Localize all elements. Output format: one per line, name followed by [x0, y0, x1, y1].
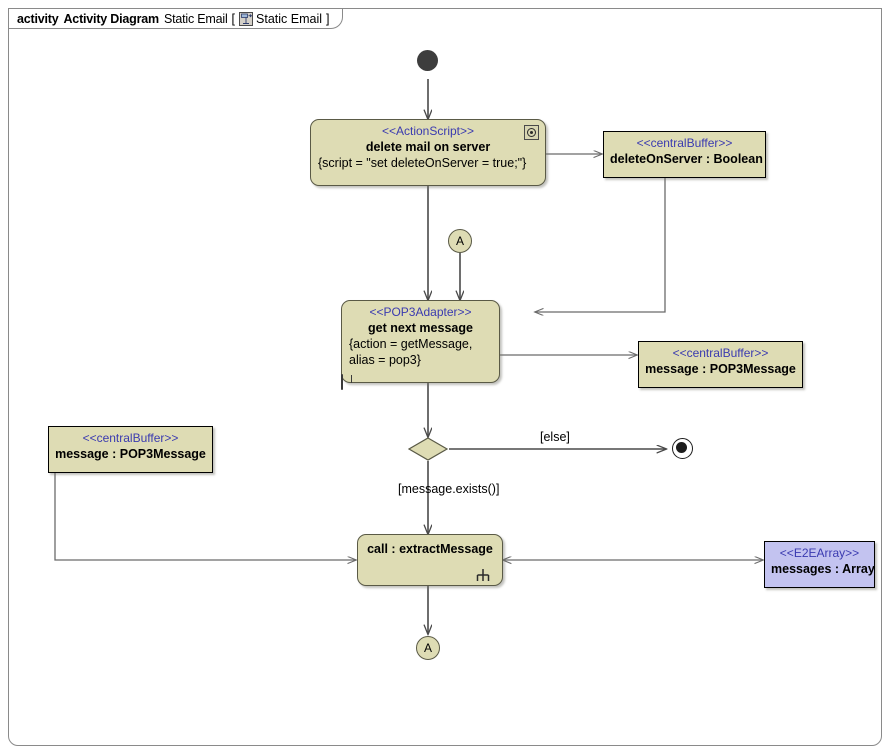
rake-icon — [476, 569, 490, 582]
action-delete-mail-stereotype: <<ActionScript>> — [381, 124, 475, 138]
messages-array-name: messages : Array — [771, 562, 875, 576]
object-node-messages-array[interactable]: <<E2EArray>> messages : Array — [764, 541, 875, 588]
action-get-next-message[interactable]: <<POP3Adapter>> get next message {action… — [341, 300, 500, 390]
buffer-message-left-stereotype: <<centralBuffer>> — [82, 431, 179, 445]
initial-node[interactable] — [417, 50, 438, 71]
frame-qualified-name: Static Email — [256, 11, 323, 26]
edge-label-message-exists: [message.exists()] — [398, 482, 500, 496]
frame-keyword: activity — [17, 11, 59, 26]
action-get-next-body-line2: alias = pop3} — [349, 353, 421, 367]
action-get-next-name: get next message — [368, 321, 473, 335]
script-icon[interactable] — [524, 125, 539, 140]
central-buffer-delete-on-server[interactable]: <<centralBuffer>> deleteOnServer : Boole… — [603, 131, 766, 178]
buffer-delete-on-server-stereotype: <<centralBuffer>> — [636, 136, 733, 150]
frame-diagram-type: Activity Diagram — [63, 11, 159, 26]
diagram-frame-tab[interactable]: activity Activity Diagram Static Email [… — [8, 8, 343, 29]
buffer-message-right-name: message : POP3Message — [645, 362, 796, 376]
connector-a-bottom-label: A — [423, 641, 432, 655]
decision-node[interactable] — [407, 437, 449, 461]
action-delete-mail-on-server[interactable]: <<ActionScript>> delete mail on server {… — [310, 119, 546, 186]
edge-label-else: [else] — [540, 430, 570, 444]
action-call-extract-name: call : extractMessage — [367, 542, 493, 556]
central-buffer-message-right[interactable]: <<centralBuffer>> message : POP3Message — [638, 341, 803, 388]
frame-bracket-open: [ — [231, 11, 236, 26]
buffer-delete-on-server-name: deleteOnServer : Boolean — [610, 152, 763, 166]
buffer-message-right-stereotype: <<centralBuffer>> — [672, 346, 769, 360]
frame-name: Static Email — [163, 11, 228, 26]
action-get-next-stereotype: <<POP3Adapter>> — [369, 305, 472, 319]
central-buffer-message-left[interactable]: <<centralBuffer>> message : POP3Message — [48, 426, 213, 473]
buffer-message-left-name: message : POP3Message — [55, 447, 206, 461]
adapter-pill-icon[interactable] — [341, 374, 343, 390]
activity-diagram-icon — [239, 11, 254, 26]
activity-final-node[interactable] — [672, 438, 693, 459]
connector-a-top-label: A — [455, 234, 464, 248]
action-get-next-body-line1: {action = getMessage, — [349, 337, 473, 351]
connector-node-a-top[interactable]: A — [448, 229, 472, 253]
frame-bracket-close: ] — [326, 11, 330, 26]
action-delete-mail-body: {script = "set deleteOnServer = true;"} — [318, 156, 527, 170]
action-delete-mail-name: delete mail on server — [365, 140, 491, 154]
connector-node-a-bottom[interactable]: A — [416, 636, 440, 660]
messages-array-stereotype: <<E2EArray>> — [779, 546, 860, 560]
action-call-extract-message[interactable]: call : extractMessage — [357, 534, 503, 586]
